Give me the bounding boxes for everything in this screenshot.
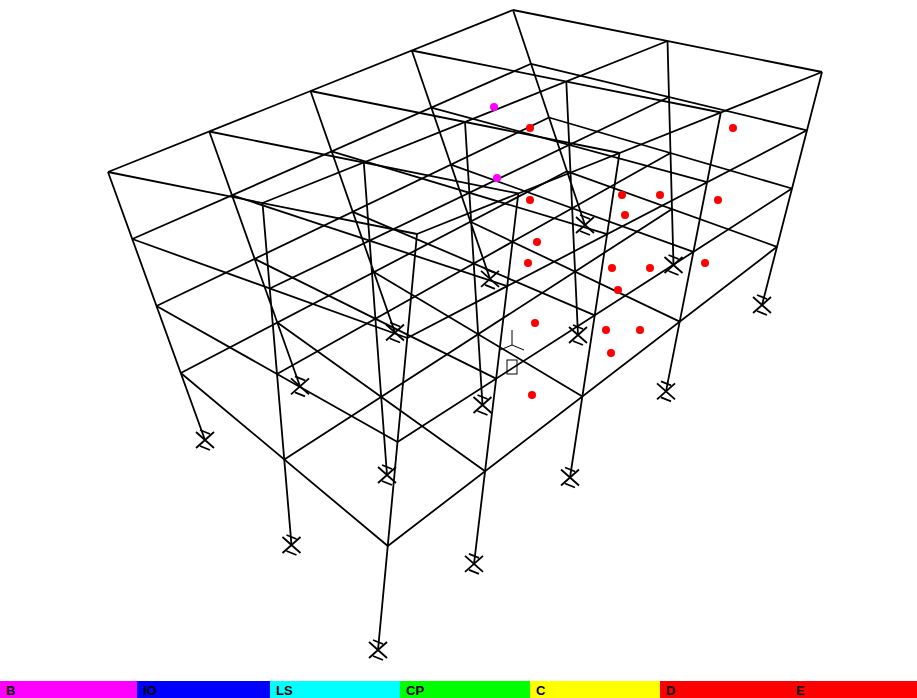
plastic-hinge [602, 326, 610, 334]
plastic-hinge [526, 196, 534, 204]
legend-swatch: IO [137, 681, 270, 698]
plastic-hinge [646, 264, 654, 272]
legend-swatch: CP [400, 681, 530, 698]
plastic-hinge [533, 238, 541, 246]
fixed-support [369, 640, 387, 660]
legend-label: D [660, 682, 675, 698]
axis-marker [500, 330, 524, 374]
plastic-hinge [614, 286, 622, 294]
legend-label: C [530, 682, 545, 698]
fixed-support [291, 376, 309, 396]
fixed-support [386, 323, 404, 343]
plastic-hinge [621, 211, 629, 219]
plastic-hinge [531, 319, 539, 327]
legend-label: IO [137, 682, 157, 698]
plastic-hinge [714, 196, 722, 204]
plastic-hinge [490, 103, 498, 111]
plastic-hinge [729, 124, 737, 132]
hinges-red [524, 124, 737, 399]
fixed-support [283, 535, 301, 555]
plastic-hinge [636, 326, 644, 334]
legend-label: CP [400, 682, 424, 698]
legend-label: E [790, 682, 805, 698]
plastic-hinge [701, 259, 709, 267]
plastic-hinge [607, 349, 615, 357]
plastic-hinge [524, 259, 532, 267]
fixed-support [665, 255, 683, 275]
axis-base [507, 360, 517, 374]
plastic-hinge [528, 391, 536, 399]
legend-label: LS [270, 682, 293, 698]
hinges-magenta [490, 103, 501, 182]
fixed-support [576, 215, 594, 235]
column-lines [108, 10, 822, 650]
legend-swatch: C [530, 681, 660, 698]
fixed-support [753, 295, 771, 315]
fixed-support [657, 381, 675, 401]
legend-swatch: B [0, 681, 137, 698]
legend-bar: B IO LS CP C D E [0, 681, 917, 698]
legend-label: B [0, 682, 15, 698]
legend-swatch: D [660, 681, 790, 698]
plastic-hinge [493, 174, 501, 182]
legend-swatch: E [790, 681, 917, 698]
supports [196, 215, 771, 660]
fixed-support [569, 325, 587, 345]
plastic-hinge [618, 191, 626, 199]
fixed-support [481, 269, 499, 289]
plastic-hinge [656, 191, 664, 199]
fixed-support [465, 554, 483, 574]
plastic-hinge [608, 264, 616, 272]
fixed-support [196, 430, 214, 450]
plastic-hinge [526, 124, 534, 132]
legend-swatch: LS [270, 681, 400, 698]
fixed-support [474, 395, 492, 415]
axis-triad [500, 330, 524, 350]
fixed-support [378, 465, 396, 485]
fixed-support [561, 468, 579, 488]
